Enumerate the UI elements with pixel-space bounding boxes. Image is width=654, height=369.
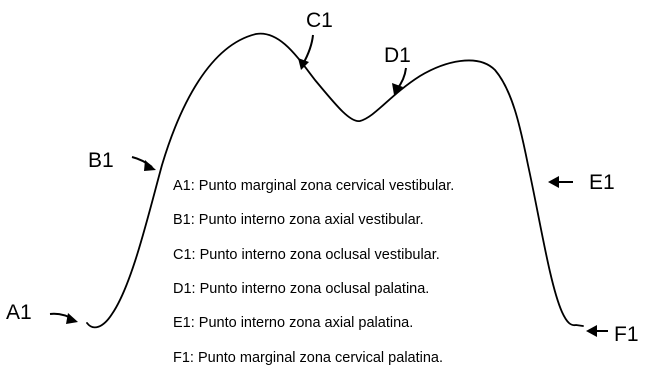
label-e1: E1 — [589, 171, 615, 194]
arrowhead-b1-icon — [144, 160, 156, 171]
arrowhead-f1-icon — [586, 325, 597, 337]
arrowhead-d1-icon — [392, 83, 403, 95]
arrowhead-c1-icon — [298, 58, 309, 70]
label-c1: C1 — [306, 9, 333, 32]
legend-item-d1: D1: Punto interno zona oclusal palatina. — [173, 281, 429, 297]
tooth-profile-curve — [86, 32, 584, 329]
label-d1: D1 — [384, 44, 411, 67]
legend-item-b1: B1: Punto interno zona axial vestibular. — [173, 212, 424, 228]
legend: A1: Punto marginal zona cervical vestibu… — [173, 178, 454, 366]
legend-item-a1: A1: Punto marginal zona cervical vestibu… — [173, 178, 454, 194]
arrowhead-e1-icon — [548, 176, 559, 188]
legend-item-c1: C1: Punto interno zona oclusal vestibula… — [173, 247, 440, 263]
legend-item-f1: F1: Punto marginal zona cervical palatin… — [173, 350, 443, 366]
label-a1: A1 — [6, 301, 32, 324]
label-b1: B1 — [88, 149, 114, 172]
arrowhead-a1-icon — [66, 313, 78, 324]
label-f1: F1 — [614, 323, 639, 346]
legend-item-e1: E1: Punto interno zona axial palatina. — [173, 315, 413, 331]
arrow-c1-icon — [302, 34, 314, 65]
